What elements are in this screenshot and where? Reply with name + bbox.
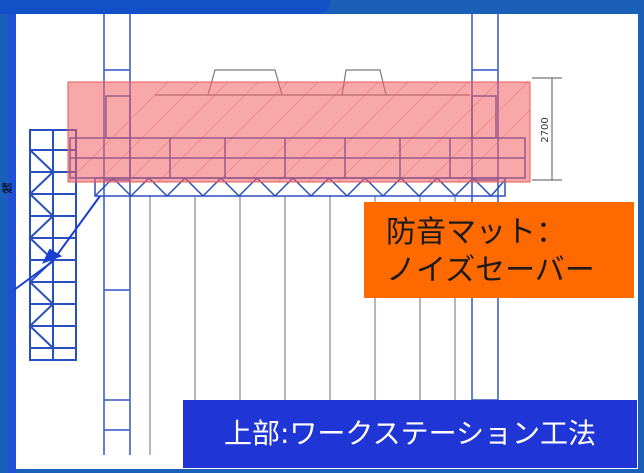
noise-mat-label: 防音マット： ノイズセーバー (364, 202, 634, 298)
side-mark: 製 (1, 182, 13, 195)
noise-mat-highlight (67, 81, 531, 183)
pointer-arrow (13, 195, 101, 291)
dimension-label: 2700 (540, 117, 551, 142)
dimension-line (532, 77, 562, 181)
noise-mat-label-line2: ノイズセーバー (386, 253, 595, 288)
noise-mat-label-line1: 防音マット： (386, 215, 566, 250)
left-edge-strip (8, 14, 16, 473)
frame-top-tab (0, 0, 330, 14)
method-label: 上部:ワークステーション工法 (183, 400, 637, 468)
noise-mat-hatching (67, 81, 531, 183)
